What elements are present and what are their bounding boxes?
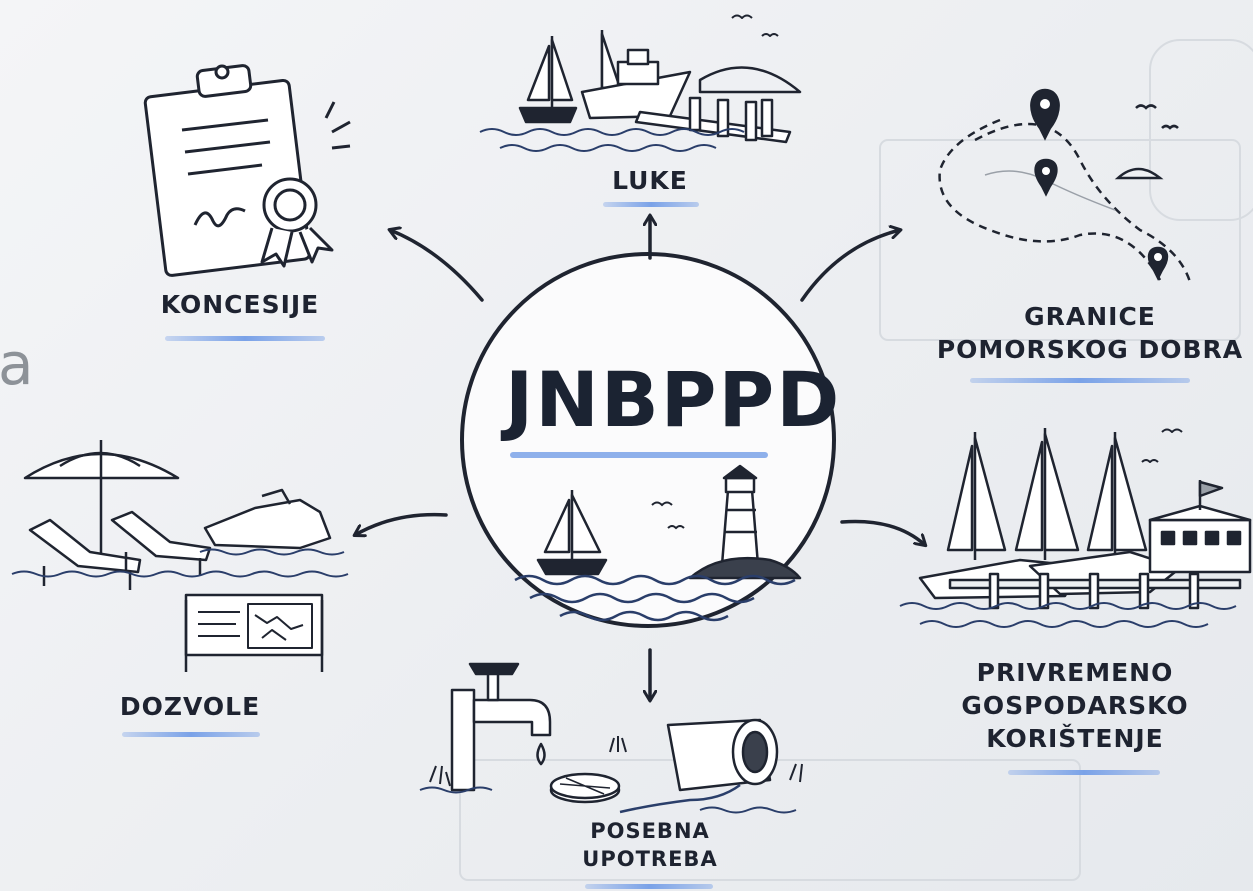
underline-privremeno [1008,770,1160,775]
arrow-koncesije [390,230,484,302]
side-text-fragment: a [0,330,34,398]
label-privremeno: PRIVREMENO GOSPODARSKO KORIŠTENJE [961,658,1189,753]
center-birds-icon [651,501,685,530]
water-pipe-icon [419,662,803,814]
underline-dozvole [122,732,260,737]
label-granice: GRANICE POMORSKOG DOBRA [936,302,1244,364]
underline-koncesije [165,336,325,341]
beach-permit-icon [11,440,349,672]
center-title: JNBPPD [505,355,842,444]
underline-granice [970,378,1190,383]
arrow-dozvole [355,512,448,535]
lighthouse-icon [688,464,802,580]
arrow-privremeno [840,519,925,545]
underline-posebna [585,884,713,889]
document-seal-icon [143,64,351,277]
center-underline [510,452,768,458]
label-luke: LUKE [612,166,688,195]
label-posebna: POSEBNA UPOTREBA [582,819,718,871]
label-koncesije: KONCESIJE [160,290,320,319]
center-waves-icon [514,574,796,622]
marina-icon [899,428,1252,628]
label-dozvole: DOZVOLE [119,692,261,721]
coastline-map-icon [938,88,1192,283]
underline-luke [603,202,699,207]
sailboat-icon [536,490,608,576]
arrow-granice [800,230,900,302]
harbor-icon [479,14,802,152]
